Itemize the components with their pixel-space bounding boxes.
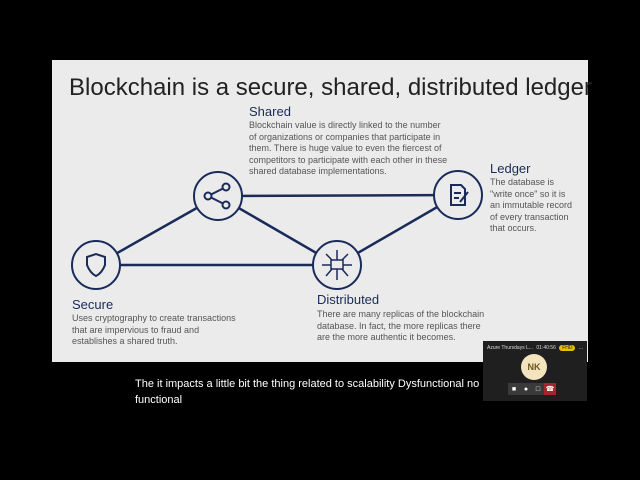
distributed-node	[312, 240, 362, 290]
network-icon	[322, 250, 352, 280]
ledger-text: The database is "write once" so it is an…	[490, 177, 573, 233]
ledger-node	[433, 170, 483, 220]
hang-up-icon[interactable]: ☎	[544, 383, 556, 395]
slide: Blockchain is a secure, shared, distribu…	[52, 60, 592, 362]
meeting-mini-window[interactable]: Azure Thursdays L... 01:40:56 FHD ... NK…	[483, 341, 587, 401]
quality-badge: FHD	[559, 345, 576, 351]
secure-heading: Secure	[72, 297, 114, 312]
avatar: NK	[521, 354, 547, 380]
secure-node	[71, 240, 121, 290]
ledger-heading: Ledger	[490, 161, 531, 176]
distributed-heading: Distributed	[317, 292, 380, 307]
shared-node	[193, 171, 243, 221]
shared-text: Blockchain value is directly linked to t…	[249, 120, 448, 176]
share-screen-icon[interactable]: □	[532, 383, 544, 395]
live-caption: The it impacts a little bit the thing re…	[135, 378, 480, 406]
secure-text: Uses cryptography to create transactions…	[72, 313, 236, 346]
shield-icon	[86, 252, 106, 278]
more-options-button[interactable]: ...	[578, 345, 583, 351]
distributed-text: There are many replicas of the blockchai…	[317, 309, 485, 342]
diagram	[71, 170, 483, 290]
shared-heading: Shared	[249, 104, 291, 119]
slide-title: Blockchain is a secure, shared, distribu…	[69, 74, 592, 101]
share-icon	[203, 182, 231, 210]
document-edit-icon	[450, 184, 469, 206]
microphone-icon[interactable]: ●	[520, 383, 532, 395]
camera-icon[interactable]: ■	[508, 383, 520, 395]
meeting-title: Azure Thursdays L...	[487, 345, 534, 351]
meeting-timer: 01:40:56	[536, 345, 556, 351]
